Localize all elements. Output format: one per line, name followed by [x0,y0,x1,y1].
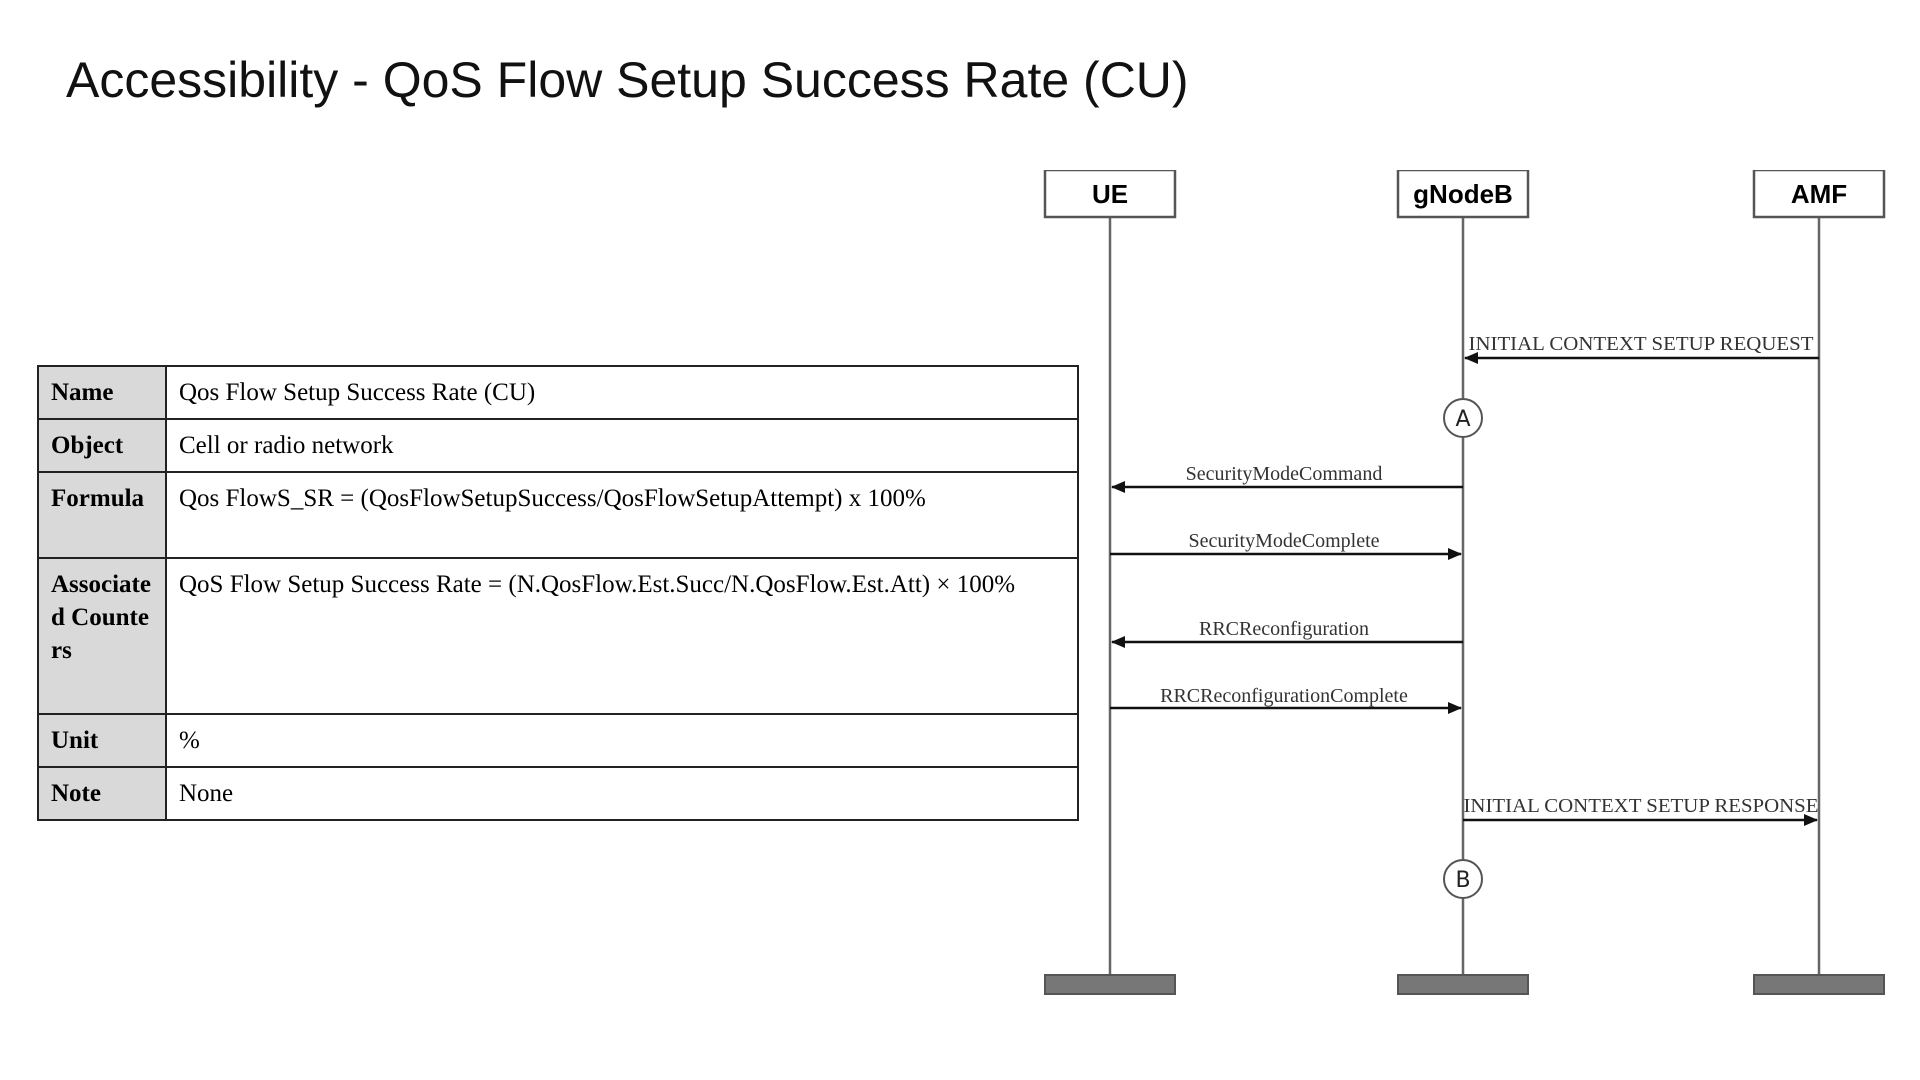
message-rrc-reconfiguration: RRCReconfiguration [1111,618,1463,648]
row-label-formula: Formula [37,471,167,559]
message-label-initial-context-setup-response: INITIAL CONTEXT SETUP RESPONSE [1464,795,1819,817]
marker-a-label: A [1455,407,1470,432]
row-value-name: Qos Flow Setup Success Rate (CU) [165,365,1079,420]
table-row-associated-counters: Associated Counters QoS Flow Setup Succe… [37,557,1079,715]
table-row-unit: Unit % [37,713,1079,768]
lifeline-end-gnodeb [1397,974,1529,995]
row-label-note: Note [37,766,167,821]
participant-amf: AMF [1752,170,1886,219]
row-value-unit: % [165,713,1079,768]
row-label-associated-counters: Associated Counters [37,557,167,715]
participant-gnodeb: gNodeB [1396,170,1530,219]
message-label-security-mode-complete: SecurityModeComplete [1188,530,1379,552]
lifeline-end-ue [1044,974,1176,995]
table-row-formula: Formula Qos FlowS_SR = (QosFlowSetupSucc… [37,471,1079,559]
lifeline-end-amf [1753,974,1885,995]
title-main: QoS Flow Setup Success Rate (CU) [382,52,1189,108]
row-value-object: Cell or radio network [165,418,1079,473]
row-value-note: None [165,766,1079,821]
sequence-diagram: UE gNodeB AMF INITIAL CONTEXT SETUP REQU… [1043,170,1886,995]
row-label-object: Object [37,418,167,473]
participant-ue-label: UE [1092,179,1128,209]
message-label-initial-context-setup-request: INITIAL CONTEXT SETUP REQUEST [1469,333,1814,355]
row-value-associated-counters: QoS Flow Setup Success Rate = (N.QosFlow… [165,557,1079,715]
row-label-name: Name [37,365,167,420]
row-value-formula: Qos FlowS_SR = (QosFlowSetupSuccess/QosF… [165,471,1079,559]
row-label-unit: Unit [37,713,167,768]
marker-a: A [1443,398,1483,438]
participant-ue: UE [1043,170,1177,219]
table-row-note: Note None [37,766,1079,821]
message-security-mode-complete: SecurityModeComplete [1110,530,1462,560]
slide-title: Accessibility - QoS Flow Setup Success R… [66,42,1189,118]
message-rrc-reconfiguration-complete: RRCReconfigurationComplete [1110,685,1462,714]
message-label-rrc-reconfiguration: RRCReconfiguration [1199,618,1369,640]
table-row-object: Object Cell or radio network [37,418,1079,473]
message-initial-context-setup-response: INITIAL CONTEXT SETUP RESPONSE [1463,795,1819,826]
marker-b: B [1443,859,1483,899]
message-security-mode-command: SecurityModeCommand [1111,463,1463,493]
message-label-rrc-reconfiguration-complete: RRCReconfigurationComplete [1160,685,1408,707]
table-row-name: Name Qos Flow Setup Success Rate (CU) [37,365,1079,420]
marker-b-label: B [1455,868,1470,893]
message-label-security-mode-command: SecurityModeCommand [1186,463,1383,485]
participant-gnodeb-label: gNodeB [1413,179,1513,209]
kpi-definition-table: Name Qos Flow Setup Success Rate (CU) Ob… [37,365,1079,821]
participant-amf-label: AMF [1791,179,1847,209]
message-initial-context-setup-request: INITIAL CONTEXT SETUP REQUEST [1464,333,1819,364]
title-prefix: Accessibility - [66,52,383,108]
